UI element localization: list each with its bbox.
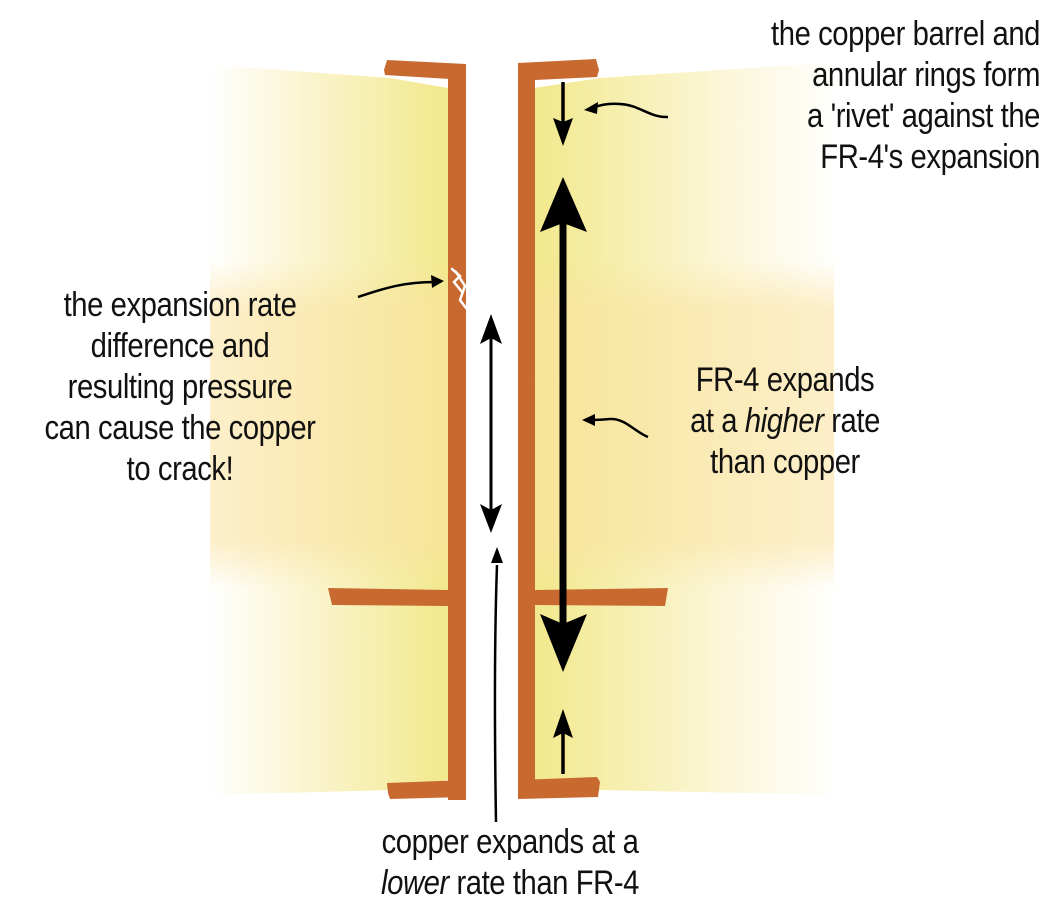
label-copper-annotation: copper expands at a lower rate than FR-4 (329, 822, 690, 904)
label-crack-line: to crack! (126, 450, 234, 488)
annular-ring-inner-left (328, 588, 448, 606)
arrowhead-up-icon (540, 177, 587, 232)
label-rivet-line: the copper barrel and (771, 15, 1040, 53)
leader-copper-arrowhead-icon (491, 547, 503, 563)
label-crack-annotation: the expansion rate difference and result… (17, 285, 344, 490)
fr4-expansion-arrow (540, 177, 587, 672)
label-fr4-prefix: at a (690, 402, 745, 440)
label-copper-emphasis: lower (381, 864, 449, 902)
arrowhead-down-icon (553, 118, 573, 146)
annular-ring-top-left (384, 60, 466, 80)
arrowhead-down-icon (480, 504, 502, 533)
label-rivet-line: annular rings form (812, 56, 1040, 94)
crack-mark (450, 267, 468, 310)
annular-ring-inner-right (535, 588, 668, 606)
annular-ring-bottom-left (387, 780, 466, 799)
label-copper-suffix: rate than FR-4 (448, 864, 639, 902)
arrowhead-up-icon (480, 314, 502, 344)
fr4-warm-band-left (210, 260, 448, 590)
leader-rivet-arrowhead-icon (584, 102, 598, 114)
label-rivet-line: a 'rivet' against the (807, 97, 1040, 135)
label-rivet-line: FR-4's expansion (820, 138, 1040, 176)
copper-barrel-right (518, 59, 668, 799)
label-copper-line: copper expands at a (381, 823, 639, 861)
fr4-warm-band-right (534, 260, 834, 590)
label-crack-line: difference and (90, 327, 270, 365)
copper-expansion-arrow (480, 314, 502, 533)
arrowhead-down-icon (540, 614, 587, 672)
label-fr4-annotation: FR-4 expands at a higher rate than coppe… (626, 360, 944, 483)
label-rivet-annotation: the copper barrel and annular rings form… (679, 14, 1040, 178)
label-fr4-line: than copper (710, 443, 860, 481)
label-fr4-suffix: rate (823, 402, 880, 440)
annular-ring-bottom-right (518, 777, 600, 799)
leader-rivet (591, 102, 669, 119)
label-fr4-line: FR-4 expands (695, 361, 875, 399)
barrel-wall-left (448, 64, 466, 800)
leader-copper (493, 564, 499, 823)
leader-fr4-arrowhead-icon (582, 414, 595, 426)
label-fr4-emphasis: higher (744, 402, 824, 440)
annular-ring-top-right (518, 59, 599, 80)
leader-crack (357, 280, 436, 299)
label-copper-line: lower rate than FR-4 (329, 863, 690, 904)
rivet-arrow-top (553, 82, 573, 146)
label-crack-line: the expansion rate (63, 286, 297, 324)
copper-barrel-left (328, 60, 466, 800)
rivet-arrow-bottom (553, 709, 573, 774)
label-crack-line: resulting pressure (67, 368, 293, 406)
barrel-wall-right (518, 63, 535, 798)
label-fr4-line: at a higher rate (626, 401, 944, 442)
leader-lines (357, 102, 669, 823)
leader-crack-arrowhead-icon (431, 275, 444, 288)
label-crack-line: can cause the copper (44, 409, 316, 447)
arrowhead-up-icon (553, 709, 573, 738)
